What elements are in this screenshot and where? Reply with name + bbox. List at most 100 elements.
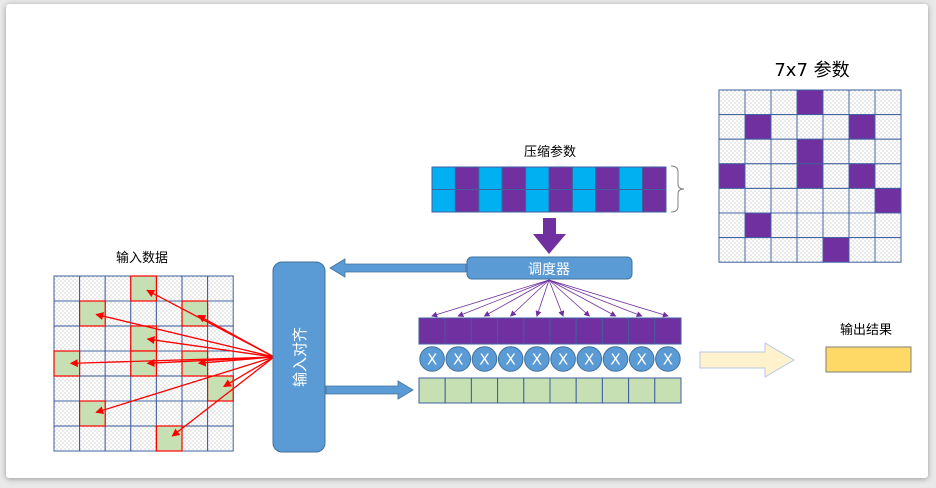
input-arrow xyxy=(146,336,275,358)
scheduler-box xyxy=(466,256,633,280)
multiply-circle xyxy=(445,346,472,372)
multiply-circle xyxy=(576,346,603,372)
param-cell xyxy=(848,187,876,214)
input-cell xyxy=(53,425,81,452)
param-cell xyxy=(848,237,876,263)
compressed-cell xyxy=(501,189,527,213)
param-matrix-grid xyxy=(718,89,902,263)
param-cell xyxy=(874,163,902,189)
param-cell xyxy=(822,89,850,116)
fanout-line xyxy=(483,279,550,317)
input-cell xyxy=(79,275,106,302)
param-cell xyxy=(822,114,850,140)
param-cell xyxy=(718,187,746,214)
input-cell xyxy=(53,275,81,302)
weight-cell xyxy=(654,317,682,345)
multiply-symbol: X xyxy=(453,351,463,369)
input-arrows xyxy=(69,289,275,437)
compressed-cell xyxy=(595,166,620,190)
param-cell xyxy=(770,163,798,189)
multiply-circle xyxy=(524,346,550,372)
multiply-symbol: X xyxy=(506,351,516,369)
param-cell xyxy=(770,138,798,165)
param-cell xyxy=(744,163,772,189)
input-cell xyxy=(104,375,132,402)
input-arrow xyxy=(95,312,275,358)
aligned-input-row xyxy=(418,377,682,404)
input-cell xyxy=(181,275,209,302)
param-cell xyxy=(744,138,772,165)
input-cell-selected xyxy=(130,325,158,352)
weight-cell xyxy=(549,317,577,345)
multiply-circle xyxy=(419,346,445,372)
param-cell-filled xyxy=(796,89,824,116)
input-cell xyxy=(130,425,157,452)
compressed-cell xyxy=(431,166,456,190)
param-cell xyxy=(744,237,772,263)
fanout-line xyxy=(535,279,550,317)
compressed-cell xyxy=(478,166,503,190)
multiply-circle xyxy=(655,346,681,372)
input-cell xyxy=(181,375,209,402)
input-arrow xyxy=(146,356,275,367)
input-cell xyxy=(53,325,81,352)
param-cell xyxy=(718,114,746,140)
param-cell xyxy=(848,138,876,165)
input-cell xyxy=(104,275,132,302)
weight-cell xyxy=(418,317,446,345)
param-cell xyxy=(822,212,850,239)
input-align-label: 输入对齐 xyxy=(291,327,309,387)
param-cell xyxy=(874,114,902,140)
param-cell xyxy=(874,89,902,116)
fanout-line xyxy=(548,279,617,317)
input-cell xyxy=(130,400,157,427)
weight-cell xyxy=(523,317,551,345)
weight-cell xyxy=(497,317,525,345)
input-cell xyxy=(207,425,234,452)
input-cell xyxy=(53,375,81,402)
input-cell xyxy=(130,300,157,327)
multiply-circle xyxy=(497,346,524,372)
weight-cell xyxy=(628,317,656,345)
param-cell xyxy=(770,187,798,214)
scheduler-to-align-arrow xyxy=(329,258,467,278)
weight-cell xyxy=(444,317,472,345)
input-cell xyxy=(79,425,106,452)
aligned-input-cell xyxy=(470,377,499,404)
input-arrow xyxy=(95,356,275,415)
aligned-input-cell xyxy=(444,377,472,404)
param-cell-filled xyxy=(848,163,876,189)
param-cell xyxy=(822,163,850,189)
param-cell xyxy=(848,89,876,116)
fanout-line xyxy=(548,279,565,317)
compressed-cell xyxy=(525,189,550,213)
input-cell xyxy=(155,400,183,427)
multiply-symbol: X xyxy=(427,351,437,369)
aligned-input-cell xyxy=(601,377,630,404)
param-cell xyxy=(770,212,798,239)
compressed-cell xyxy=(431,189,456,213)
input-cell xyxy=(207,275,234,302)
input-arrow xyxy=(197,314,275,358)
input-cell-selected xyxy=(181,300,209,327)
multiply-symbol: X xyxy=(637,351,647,369)
fanout-line xyxy=(548,279,591,317)
input-cell xyxy=(207,400,234,427)
param-cell xyxy=(874,138,902,165)
compressed-cell xyxy=(595,189,620,213)
input-cell xyxy=(104,325,132,352)
compressed-cell xyxy=(642,166,667,190)
input-cell xyxy=(155,300,183,327)
param-cell-filled xyxy=(718,163,746,189)
param-cell-filled xyxy=(796,163,824,189)
input-cell xyxy=(104,425,132,452)
compressed-cell xyxy=(571,166,597,190)
multiply-symbol: X xyxy=(479,351,489,369)
compressed-cell xyxy=(525,166,550,190)
param-cell xyxy=(874,237,902,263)
param-cell-filled xyxy=(874,187,902,214)
param-cell-filled xyxy=(796,138,824,165)
param-cell xyxy=(796,114,824,140)
input-cell xyxy=(104,400,132,427)
